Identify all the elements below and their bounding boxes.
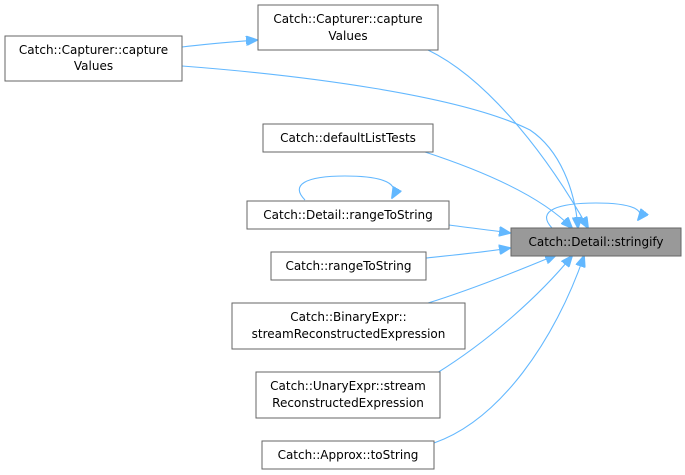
node-capture-values-1[interactable]: Catch::Capturer::capture Values (4, 35, 183, 82)
node-default-list-tests[interactable]: Catch::defaultListTests (262, 123, 434, 153)
edge-capture-values-1-to-stringify (181, 65, 578, 228)
node-binary-expr[interactable]: Catch::BinaryExpr:: streamReconstructedE… (231, 302, 466, 350)
edge-default-list-tests-to-stringify (424, 151, 572, 228)
node-approx-to-string[interactable]: Catch::Approx::toString (261, 440, 435, 470)
node-label-line: Catch::rangeToString (285, 259, 411, 273)
edge-range-to-string-to-stringify (425, 248, 510, 259)
edge-capture-values-1-to-capture-values-2 (181, 40, 257, 48)
node-unary-expr[interactable]: Catch::UnaryExpr::stream ReconstructedEx… (255, 371, 441, 419)
edge-capture-values-2-to-stringify (427, 49, 588, 228)
edge-detail-range-to-string-to-stringify (448, 224, 510, 233)
edge-approx-to-string-to-stringify (433, 256, 584, 444)
node-label-line: Values (74, 59, 113, 73)
node-label-line: ReconstructedExpression (272, 396, 424, 410)
edge-detail-range-to-string-self-loop (298, 175, 394, 201)
node-range-to-string[interactable]: Catch::rangeToString (270, 251, 427, 281)
node-capture-values-2[interactable]: Catch::Capturer::capture Values (257, 4, 439, 51)
node-label-line: Catch::UnaryExpr::stream (270, 379, 426, 393)
edges (181, 40, 641, 444)
node-detail-range-to-string[interactable]: Catch::Detail::rangeToString (246, 200, 450, 230)
node-label-line: Catch::Capturer::capture (19, 43, 168, 57)
edge-binary-expr-to-stringify (427, 255, 556, 304)
node-label-line: Catch::Capturer::capture (273, 12, 422, 26)
node-label-line: Catch::Detail::stringify (528, 235, 663, 249)
node-label-line: Catch::Approx::toString (278, 448, 419, 462)
node-label-line: streamReconstructedExpression (252, 327, 446, 341)
edge-stringify-self-loop (546, 202, 641, 229)
edge-unary-expr-to-stringify (436, 256, 572, 374)
node-label-line: Catch::BinaryExpr:: (290, 310, 406, 324)
node-label-line: Values (328, 29, 367, 43)
node-label-line: Catch::Detail::rangeToString (263, 208, 433, 222)
node-stringify[interactable]: Catch::Detail::stringify (510, 227, 682, 257)
node-label-line: Catch::defaultListTests (280, 131, 416, 145)
